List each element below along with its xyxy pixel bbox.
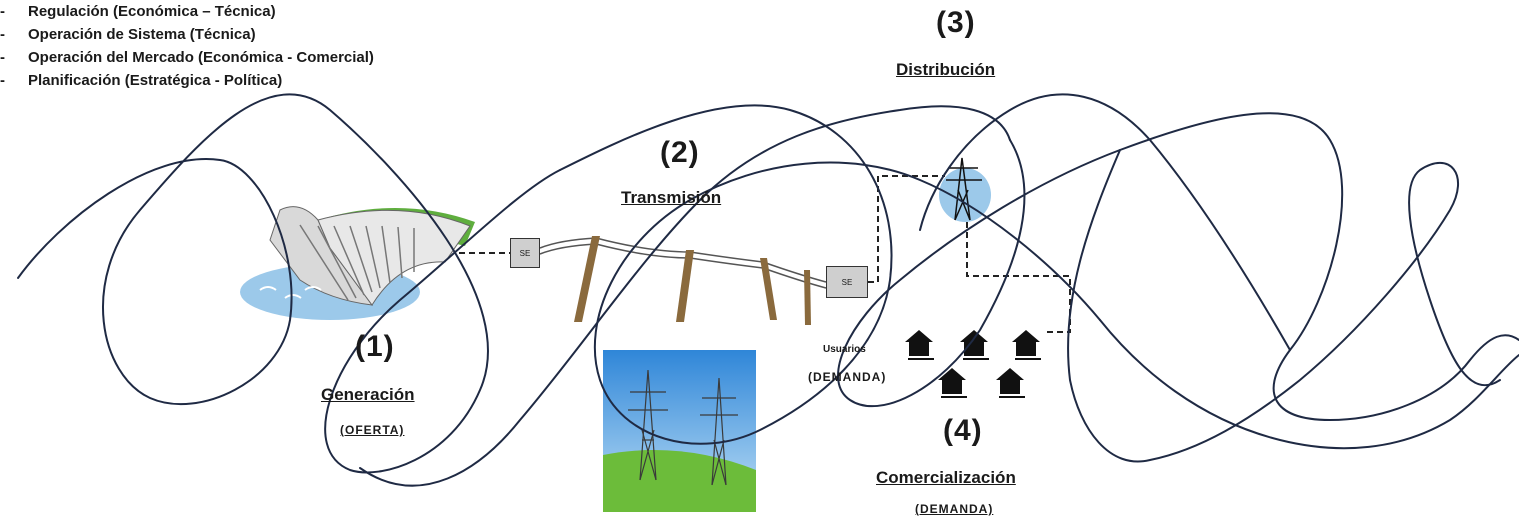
distribution-network-illustration — [868, 157, 1071, 333]
transmission-title: Transmisión — [621, 188, 722, 207]
roles-item-text: Regulación (Económica – Técnica) — [28, 3, 276, 20]
commercialization-title: Comercialización — [876, 468, 1016, 487]
distribution-number: (3) — [936, 6, 976, 39]
houses-illustration — [905, 330, 1041, 398]
users-label: Usuarios — [823, 344, 866, 355]
roles-item: - Regulación (Económica – Técnica) — [0, 0, 1519, 23]
distribution-title: Distribución — [896, 60, 996, 79]
substation-box-left: SE — [510, 238, 540, 268]
generation-subtitle: (OFERTA) — [340, 423, 405, 437]
commercialization-number: (4) — [943, 414, 983, 447]
bullet-dash: - — [0, 3, 5, 20]
transmission-towers-photo — [603, 350, 756, 512]
commercialization-subtitle: (DEMANDA) — [915, 502, 994, 516]
generation-title: Generación — [321, 385, 415, 404]
generation-number: (1) — [355, 330, 395, 363]
bullet-dash: - — [0, 49, 5, 66]
roles-item: - Operación del Mercado (Económica - Come… — [0, 46, 1519, 69]
roles-item-text: Operación del Mercado (Económica - Comer… — [28, 49, 374, 66]
hydro-dam-illustration — [240, 206, 475, 320]
roles-item: - Operación de Sistema (Técnica) — [0, 23, 1519, 46]
bullet-dash: - — [0, 26, 5, 43]
roles-list: - Regulación (Económica – Técnica) - Opera… — [0, 0, 1519, 92]
roles-item-text: Operación de Sistema (Técnica) — [28, 26, 256, 43]
freehand-scribble — [17, 93, 1519, 487]
users-sublabel: (DEMANDA) — [808, 370, 887, 384]
bullet-dash: - — [0, 72, 5, 89]
transmission-line-illustration — [459, 236, 827, 325]
roles-item-text: Planificación (Estratégica - Política) — [28, 72, 283, 89]
substation-box-right: SE — [826, 266, 868, 298]
roles-item: - Planificación (Estratégica - Política) — [0, 69, 1519, 92]
transmission-number: (2) — [660, 136, 700, 169]
